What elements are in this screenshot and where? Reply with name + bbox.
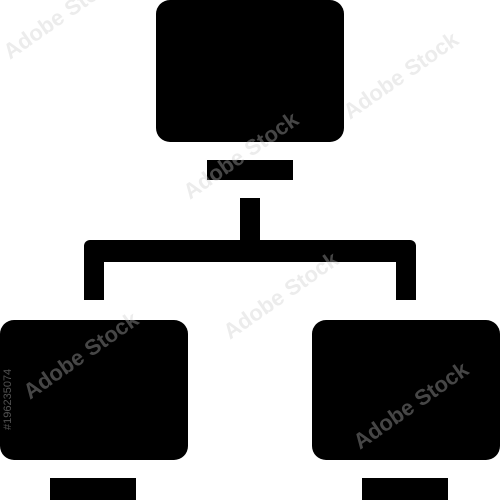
top-monitor-screen <box>156 0 344 142</box>
right-monitor-stand <box>362 478 448 500</box>
connector-right-leg <box>396 250 416 300</box>
connector-bar <box>84 240 416 262</box>
right-monitor-screen <box>312 320 500 460</box>
connector-stem <box>240 198 260 243</box>
connector-left-leg <box>84 250 104 300</box>
left-monitor-screen <box>0 320 188 460</box>
top-monitor-stand <box>207 160 293 180</box>
watermark-text: Adobe Stock <box>339 26 464 124</box>
left-monitor-stand <box>50 478 136 500</box>
watermark-text: Adobe Stock <box>0 0 124 64</box>
